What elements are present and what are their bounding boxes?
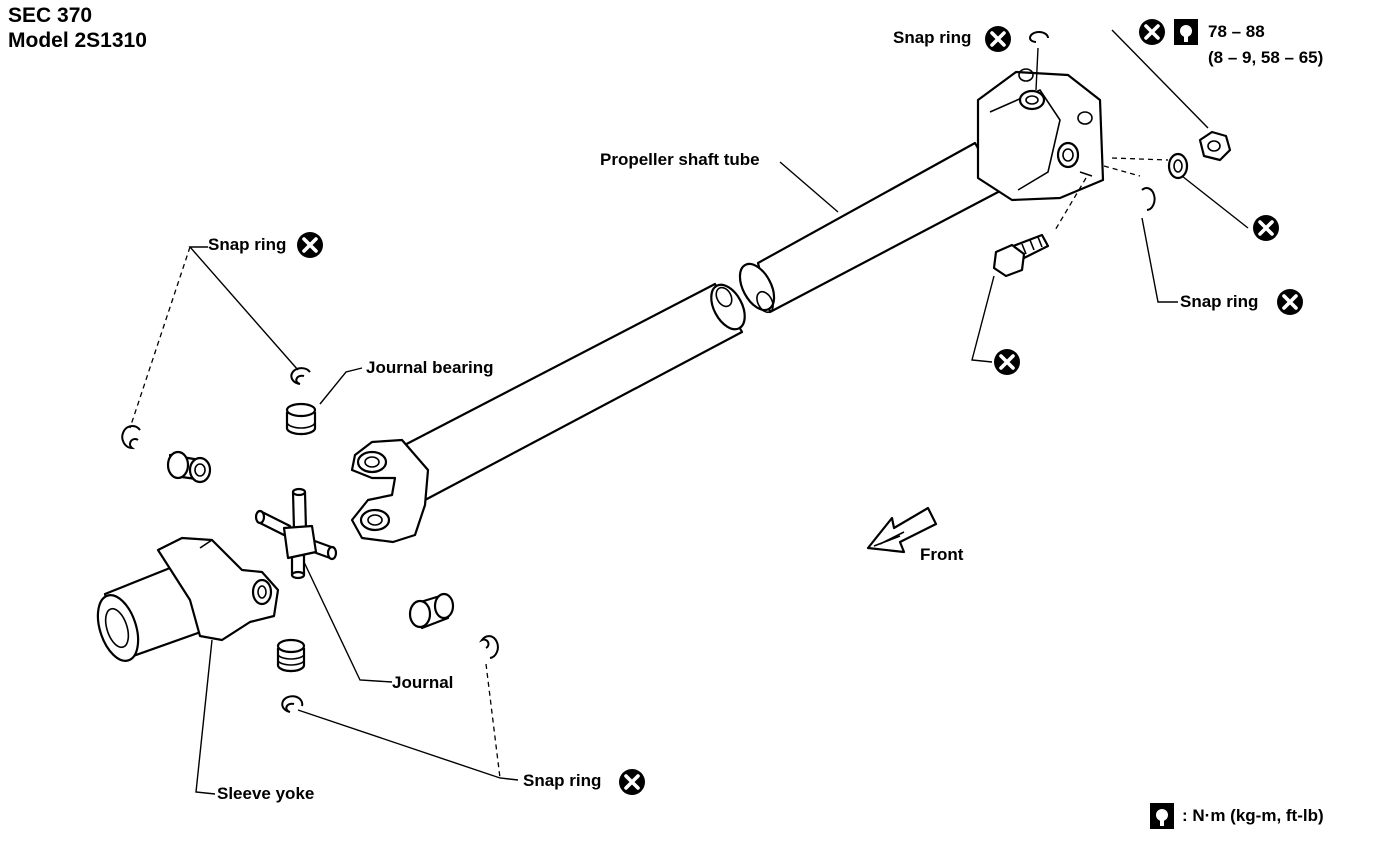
propeller-shaft-tube-front [393,282,746,502]
label-snap-ring-left: Snap ring [208,235,287,254]
journal-bearing-left [166,450,212,484]
bolt [992,233,1050,278]
torque-wrench-icon [1174,19,1198,45]
torque-wrench-icon [1150,803,1174,829]
leader-lines [129,29,1249,795]
sleeve-yoke [96,536,280,662]
circled-x-icon [1137,17,1167,47]
model-number: Model 2S1310 [8,29,147,52]
front-arrow-icon [866,506,938,554]
circled-x-icon [1251,213,1281,243]
label-snap-ring-top: Snap ring [893,28,972,47]
journal-bearing-right [408,592,455,630]
journal-cross [254,487,338,580]
circled-x-icon [295,230,325,260]
section-number: SEC 370 [8,4,93,27]
washer [1167,152,1189,180]
label-journal-bearing: Journal bearing [366,358,494,377]
circled-x-icon [1275,287,1305,317]
label-journal: Journal [392,673,454,692]
label-front: Front [920,545,964,564]
journal-bearing-top [285,402,317,436]
snap-rings [121,31,1156,713]
tube-yoke [350,438,430,544]
label-torque-value: 78 – 88 [1208,22,1265,41]
nut [1198,130,1232,162]
label-snap-ring-bottom: Snap ring [523,771,602,790]
legend-torque-units: : N·m (kg-m, ft-lb) [1182,806,1324,825]
flange-yoke [976,68,1105,202]
journal-bearing-bottom [276,638,306,673]
circled-x-icon [617,767,647,797]
label-propeller-shaft-tube: Propeller shaft tube [600,150,760,169]
circled-x-icon [983,24,1013,54]
label-sleeve-yoke: Sleeve yoke [217,784,315,803]
circled-x-icon [992,347,1022,377]
label-torque-alt: (8 – 9, 58 – 65) [1208,48,1324,67]
label-snap-ring-right: Snap ring [1180,292,1259,311]
propeller-shaft-tube-rear [738,141,1004,314]
